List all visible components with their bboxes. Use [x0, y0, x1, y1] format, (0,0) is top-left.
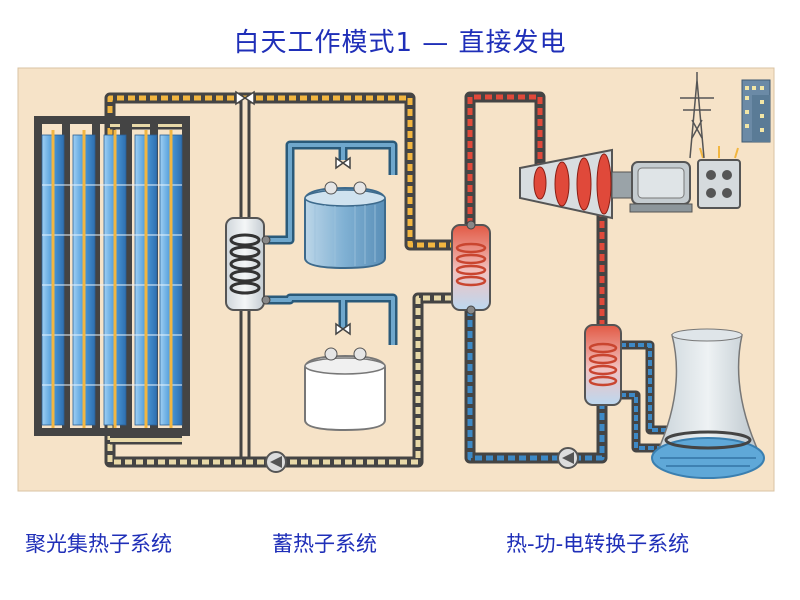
- caption-heat-storage: 蓄热子系统: [272, 532, 377, 556]
- building-icon: [741, 79, 771, 143]
- heat-exchanger-icon: [225, 217, 271, 311]
- pump-icon: [557, 447, 579, 469]
- pump-icon: [265, 451, 287, 473]
- valve-icon: [235, 90, 351, 336]
- storage-pipes: [265, 140, 398, 345]
- cooling-tower-icon: [651, 328, 765, 479]
- heat-exchanger-icon: [451, 220, 491, 315]
- steam-loop-pipes: [464, 91, 690, 464]
- caption-solar-collection: 聚光集热子系统: [25, 532, 172, 556]
- steam-turbine-icon: [519, 148, 633, 220]
- power-tower-icon: [680, 72, 714, 159]
- solar-trough-icon: [34, 116, 190, 436]
- caption-power-conversion: 热-功-电转换子系统: [506, 532, 690, 556]
- generator-icon: [629, 161, 693, 213]
- storage-tank-icon: [304, 181, 386, 432]
- transformer-icon: [697, 146, 741, 209]
- page-title: 白天工作模式1 — 直接发电: [233, 28, 567, 58]
- heat-exchanger-icon: [584, 324, 622, 406]
